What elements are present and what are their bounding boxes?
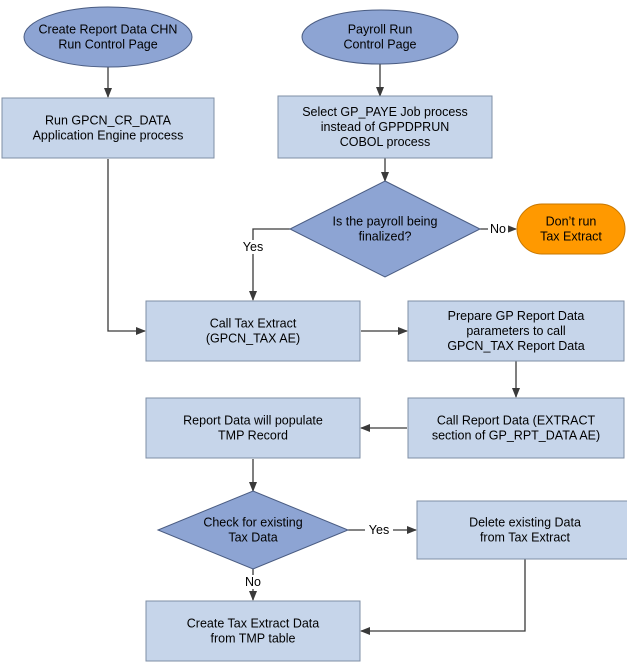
node-label-line: Application Engine process xyxy=(33,129,184,143)
start-oval xyxy=(23,6,193,68)
node-label-line: from Tax Extract xyxy=(480,531,571,545)
decision-diamond xyxy=(288,180,482,278)
node-label-line: Tax Data xyxy=(228,531,277,545)
decision-diamond xyxy=(156,490,350,570)
process-box xyxy=(145,600,361,662)
node-label-line: parameters to call xyxy=(466,324,565,338)
node-label-line: Is the payroll being xyxy=(333,215,438,229)
node-label-line: finalized? xyxy=(359,230,412,244)
node-label-line: instead of GPPDPRUN xyxy=(321,120,450,134)
edge-label-no: No xyxy=(490,222,506,236)
node-label-line: (GPCN_TAX AE) xyxy=(206,332,300,346)
start-oval xyxy=(301,9,459,65)
node-label-line: Don’t run xyxy=(546,215,597,229)
edge-label-yes: Yes xyxy=(369,523,389,537)
process-box xyxy=(407,397,625,459)
node-label-line: Payroll Run xyxy=(348,23,413,37)
process-box xyxy=(1,97,215,159)
node-label-line: section of GP_RPT_DATA AE) xyxy=(432,429,600,443)
node-label-line: TMP Record xyxy=(218,429,288,443)
process-box xyxy=(416,500,627,560)
edge-label-bg xyxy=(239,240,267,254)
edge-label-no: No xyxy=(245,575,261,589)
process-box xyxy=(277,95,493,159)
terminal-shape xyxy=(516,203,626,255)
node-label-line: from TMP table xyxy=(211,632,296,646)
node-label-line: Call Tax Extract xyxy=(210,317,297,331)
process-box xyxy=(145,397,361,459)
process-box xyxy=(407,300,625,362)
node-label-line: Delete existing Data xyxy=(469,516,581,530)
edge-arrow xyxy=(107,159,146,335)
node-label-line: Report Data will populate xyxy=(183,414,323,428)
edge-label-yes: Yes xyxy=(243,240,263,254)
edge-label-bg xyxy=(488,222,508,236)
node-label-line: Run GPCN_CR_DATA xyxy=(45,114,172,128)
node-label-line: Create Tax Extract Data xyxy=(187,617,320,631)
edges-layer xyxy=(104,64,526,635)
node-label-line: Prepare GP Report Data xyxy=(448,309,585,323)
node-label-line: Tax Extract xyxy=(540,230,602,244)
process-box xyxy=(145,300,361,362)
node-label-line: COBOL process xyxy=(340,135,431,149)
edge-arrow xyxy=(360,559,526,635)
node-label-line: GPCN_TAX Report Data xyxy=(447,339,584,353)
node-label-line: Create Report Data CHN xyxy=(39,23,178,37)
node-label-line: Select GP_PAYE Job process xyxy=(302,105,468,119)
edge-label-bg xyxy=(365,523,393,537)
edge-label-bg xyxy=(243,575,263,589)
node-label-line: Check for existing xyxy=(203,516,302,530)
edge-arrow xyxy=(249,228,290,301)
node-call-tax-extract: Call Tax Extract(GPCN_TAX AE) xyxy=(145,300,361,362)
node-label-line: Control Page xyxy=(344,38,417,52)
node-label-line: Run Control Page xyxy=(58,38,157,52)
node-label-line: Call Report Data (EXTRACT xyxy=(437,414,596,428)
